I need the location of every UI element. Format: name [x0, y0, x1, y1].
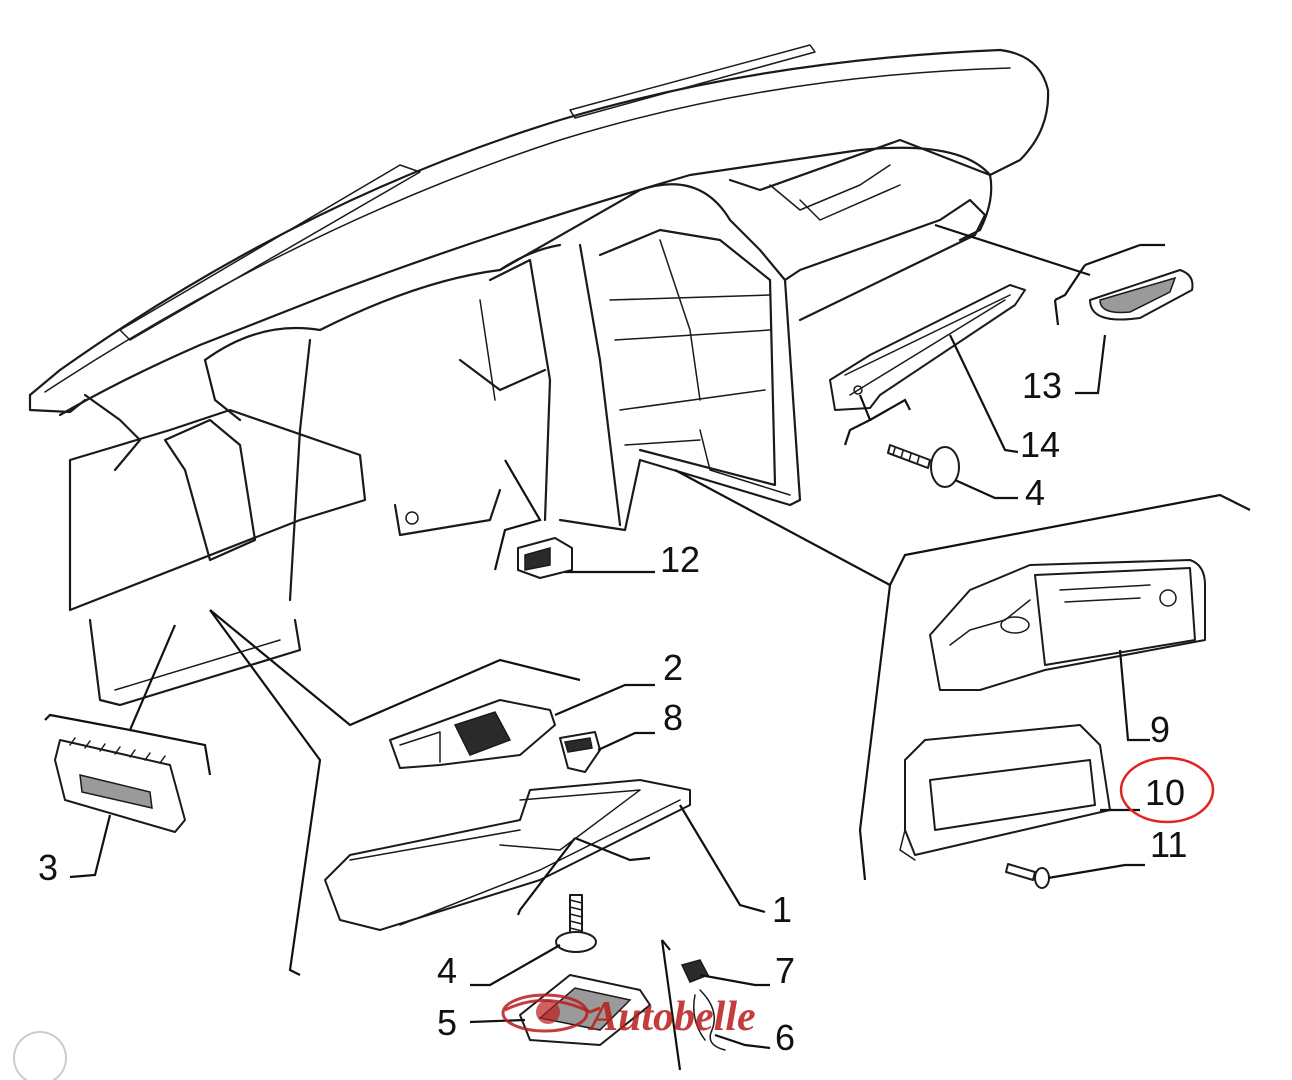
- callout-14: 14: [1020, 424, 1060, 465]
- callout-6: 6: [775, 1017, 795, 1058]
- leader-lines: [44, 223, 1251, 1071]
- watermark-text: Autobelle: [587, 994, 756, 1040]
- dashboard-assembly: [28, 44, 1050, 707]
- part-4-screw-lower: [555, 894, 597, 953]
- callout-4-upper: 4: [1025, 472, 1045, 513]
- callout-2: 2: [663, 647, 683, 688]
- callout-3: 3: [38, 847, 58, 888]
- callout-1: 1: [772, 889, 792, 930]
- callout-labels: 13 14 4 12 9 10 11 2 8 1 3 4 7 5 6: [38, 365, 1187, 1058]
- part-12-clip: [517, 537, 573, 579]
- part-11-screw: [1005, 863, 1050, 889]
- part-4-screw-upper: [887, 444, 960, 488]
- callout-13: 13: [1022, 365, 1062, 406]
- callout-8: 8: [663, 697, 683, 738]
- part-2-holder: [389, 699, 556, 769]
- part-3-vent: [54, 737, 186, 833]
- part-7-clip: [680, 959, 710, 983]
- callout-7: 7: [775, 950, 795, 991]
- highlight-circle: [1119, 756, 1215, 824]
- part-8-clip: [559, 731, 601, 773]
- part-13-grille: [1089, 269, 1194, 321]
- callout-5: 5: [437, 1002, 457, 1043]
- callout-11: 11: [1150, 824, 1187, 865]
- callout-12: 12: [660, 539, 700, 580]
- part-6-spring-clip: [693, 989, 726, 1051]
- part-10-glovebox-frame: [899, 724, 1111, 861]
- callout-4-lower: 4: [437, 950, 457, 991]
- part-1-lower-panel: [324, 779, 691, 931]
- callout-10: 10: [1145, 772, 1185, 813]
- callout-9: 9: [1150, 709, 1170, 750]
- corner-circle-icon: [13, 1031, 67, 1080]
- part-14-bracket: [829, 284, 1026, 411]
- part-9-glovebox-lid: [929, 559, 1206, 691]
- watermark-logo: Autobelle: [501, 993, 756, 1040]
